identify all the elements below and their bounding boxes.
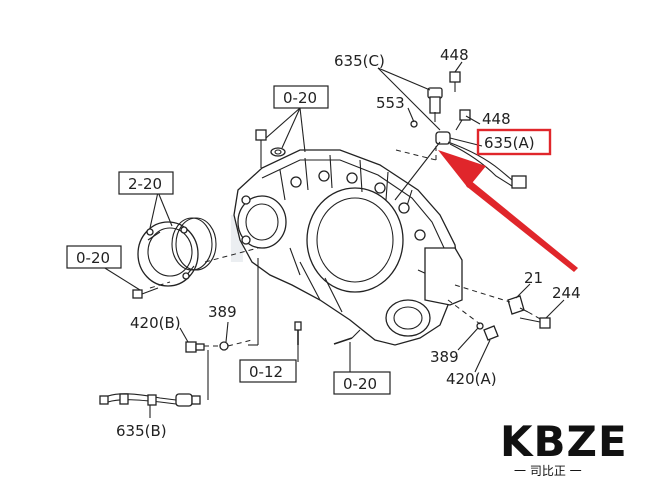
- ref-box-0-20-left: 0-20: [66, 245, 122, 269]
- fitting-420a: [483, 325, 499, 341]
- label-389-left: 389: [208, 303, 237, 321]
- ref-label-0-20-top: 0-20: [283, 89, 317, 107]
- label-21: 21: [524, 269, 543, 287]
- label-635b: 635(B): [116, 422, 167, 440]
- fitting-420b: [185, 341, 205, 353]
- stud-0-20-bottom: [333, 329, 361, 345]
- flywheel-housing: [233, 149, 463, 346]
- housing-bolt-top: [255, 129, 286, 168]
- ref-box-0-20-bottom: 0-20: [333, 371, 391, 395]
- brand-logo: KBZE 一 司比正 一: [500, 417, 628, 478]
- bolt-244: [519, 317, 551, 329]
- ref-label-0-20-left: 0-20: [76, 249, 110, 267]
- label-635c: 635(C): [334, 52, 385, 70]
- ref-label-0-20-bottom: 0-20: [343, 375, 377, 393]
- leader-lines: [99, 61, 565, 418]
- bolt-448-mid: [455, 109, 471, 131]
- ref-box-0-12: 0-12: [239, 359, 297, 383]
- plug-21: [507, 295, 529, 315]
- label-420a: 420(A): [446, 370, 497, 388]
- label-448-mid: 448: [482, 110, 511, 128]
- ref-label-0-12: 0-12: [249, 363, 283, 381]
- highlight-box-635a: 635(A): [476, 128, 552, 156]
- cover-bolt-left: [132, 287, 159, 299]
- brand-tagline: 一 司比正 一: [514, 464, 582, 478]
- label-244: 244: [552, 284, 581, 302]
- ref-label-2-20: 2-20: [128, 175, 162, 193]
- label-635a: 635(A): [484, 134, 535, 152]
- sensor-635c: [427, 87, 443, 122]
- stud-0-12: [294, 321, 302, 345]
- red-pointer-arrow: [438, 150, 578, 272]
- brand-name: KBZE: [500, 417, 628, 466]
- ref-box-0-20-top: 0-20: [273, 85, 329, 109]
- sensor-635b: [99, 393, 201, 407]
- dashed-guides: [149, 140, 543, 347]
- cover-plate-assembly: [137, 217, 217, 287]
- label-389-right: 389: [430, 348, 459, 366]
- ref-box-2-20: 2-20: [118, 171, 174, 195]
- label-420b: 420(B): [130, 314, 181, 332]
- washer-389-right: [476, 322, 484, 330]
- label-553: 553: [376, 94, 405, 112]
- sensor-635a: [435, 131, 527, 189]
- washer-389-left: [219, 341, 229, 351]
- bolt-448-top: [449, 71, 461, 92]
- label-448-top: 448: [440, 46, 469, 64]
